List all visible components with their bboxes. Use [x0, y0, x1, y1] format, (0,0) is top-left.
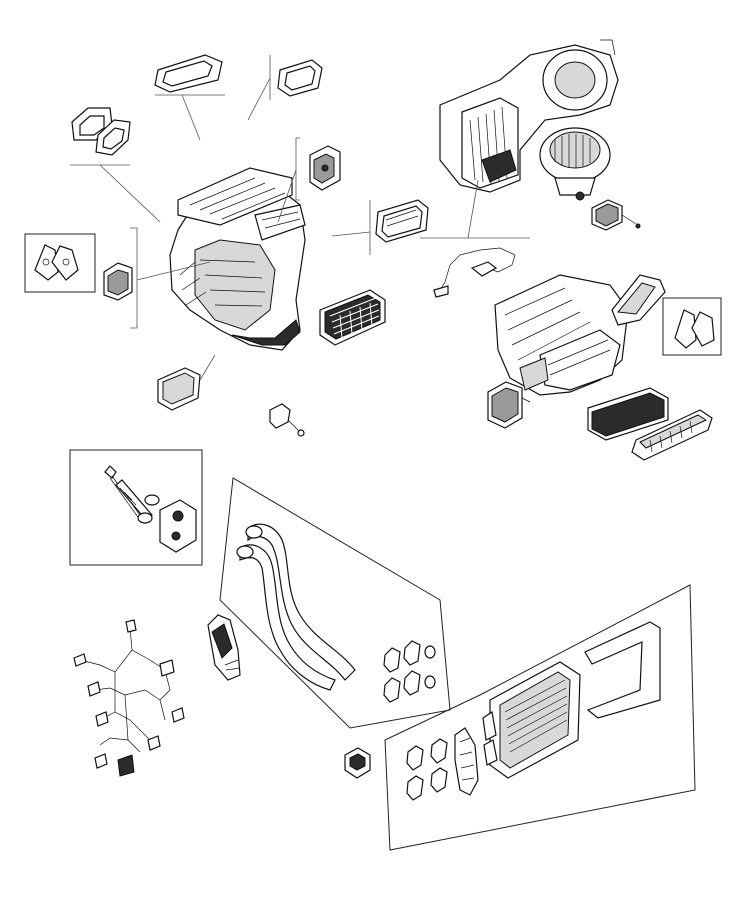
leader-small-filter [199, 354, 216, 381]
duct-connector-small [344, 747, 371, 779]
inset-box-right [662, 297, 722, 356]
harness-small [433, 247, 516, 298]
hvac-housing-assembly [169, 167, 306, 351]
gasket-seal-right [277, 59, 323, 97]
seal-strip-right [611, 274, 666, 326]
leader-filter-gasket [331, 200, 371, 255]
actuator-motor-left [103, 262, 133, 301]
leader-gasket-right [247, 55, 271, 121]
blower-resistor [591, 199, 641, 231]
inset-box-left [24, 233, 96, 293]
heater-hose-panel [219, 477, 451, 729]
leader-gasket-top [155, 94, 225, 141]
seal-pair-left [71, 107, 131, 156]
heater-core-panel [384, 584, 696, 851]
actuator-motor-lower [487, 381, 531, 429]
expansion-valve-inset [69, 449, 203, 566]
gasket-seal-top [154, 54, 223, 93]
filter-cover-grille [631, 409, 713, 461]
blower-housing [439, 39, 619, 193]
leader-seal-pair [70, 164, 161, 223]
leader-actuator-left [130, 227, 211, 329]
main-wiring-harness [73, 619, 185, 777]
leader-blower [420, 179, 530, 239]
evaporator-housing [494, 274, 629, 396]
air-duct-piece [207, 614, 241, 681]
small-filter-pad [157, 367, 201, 411]
leader-actuator-upper [277, 137, 300, 223]
blower-fan-motor [539, 127, 611, 201]
actuator-motor-upper [309, 145, 341, 191]
filter-gasket-mid [375, 199, 429, 243]
heater-core-grille [319, 289, 386, 346]
temperature-sensor [269, 403, 305, 437]
cabin-air-filter [587, 387, 669, 441]
